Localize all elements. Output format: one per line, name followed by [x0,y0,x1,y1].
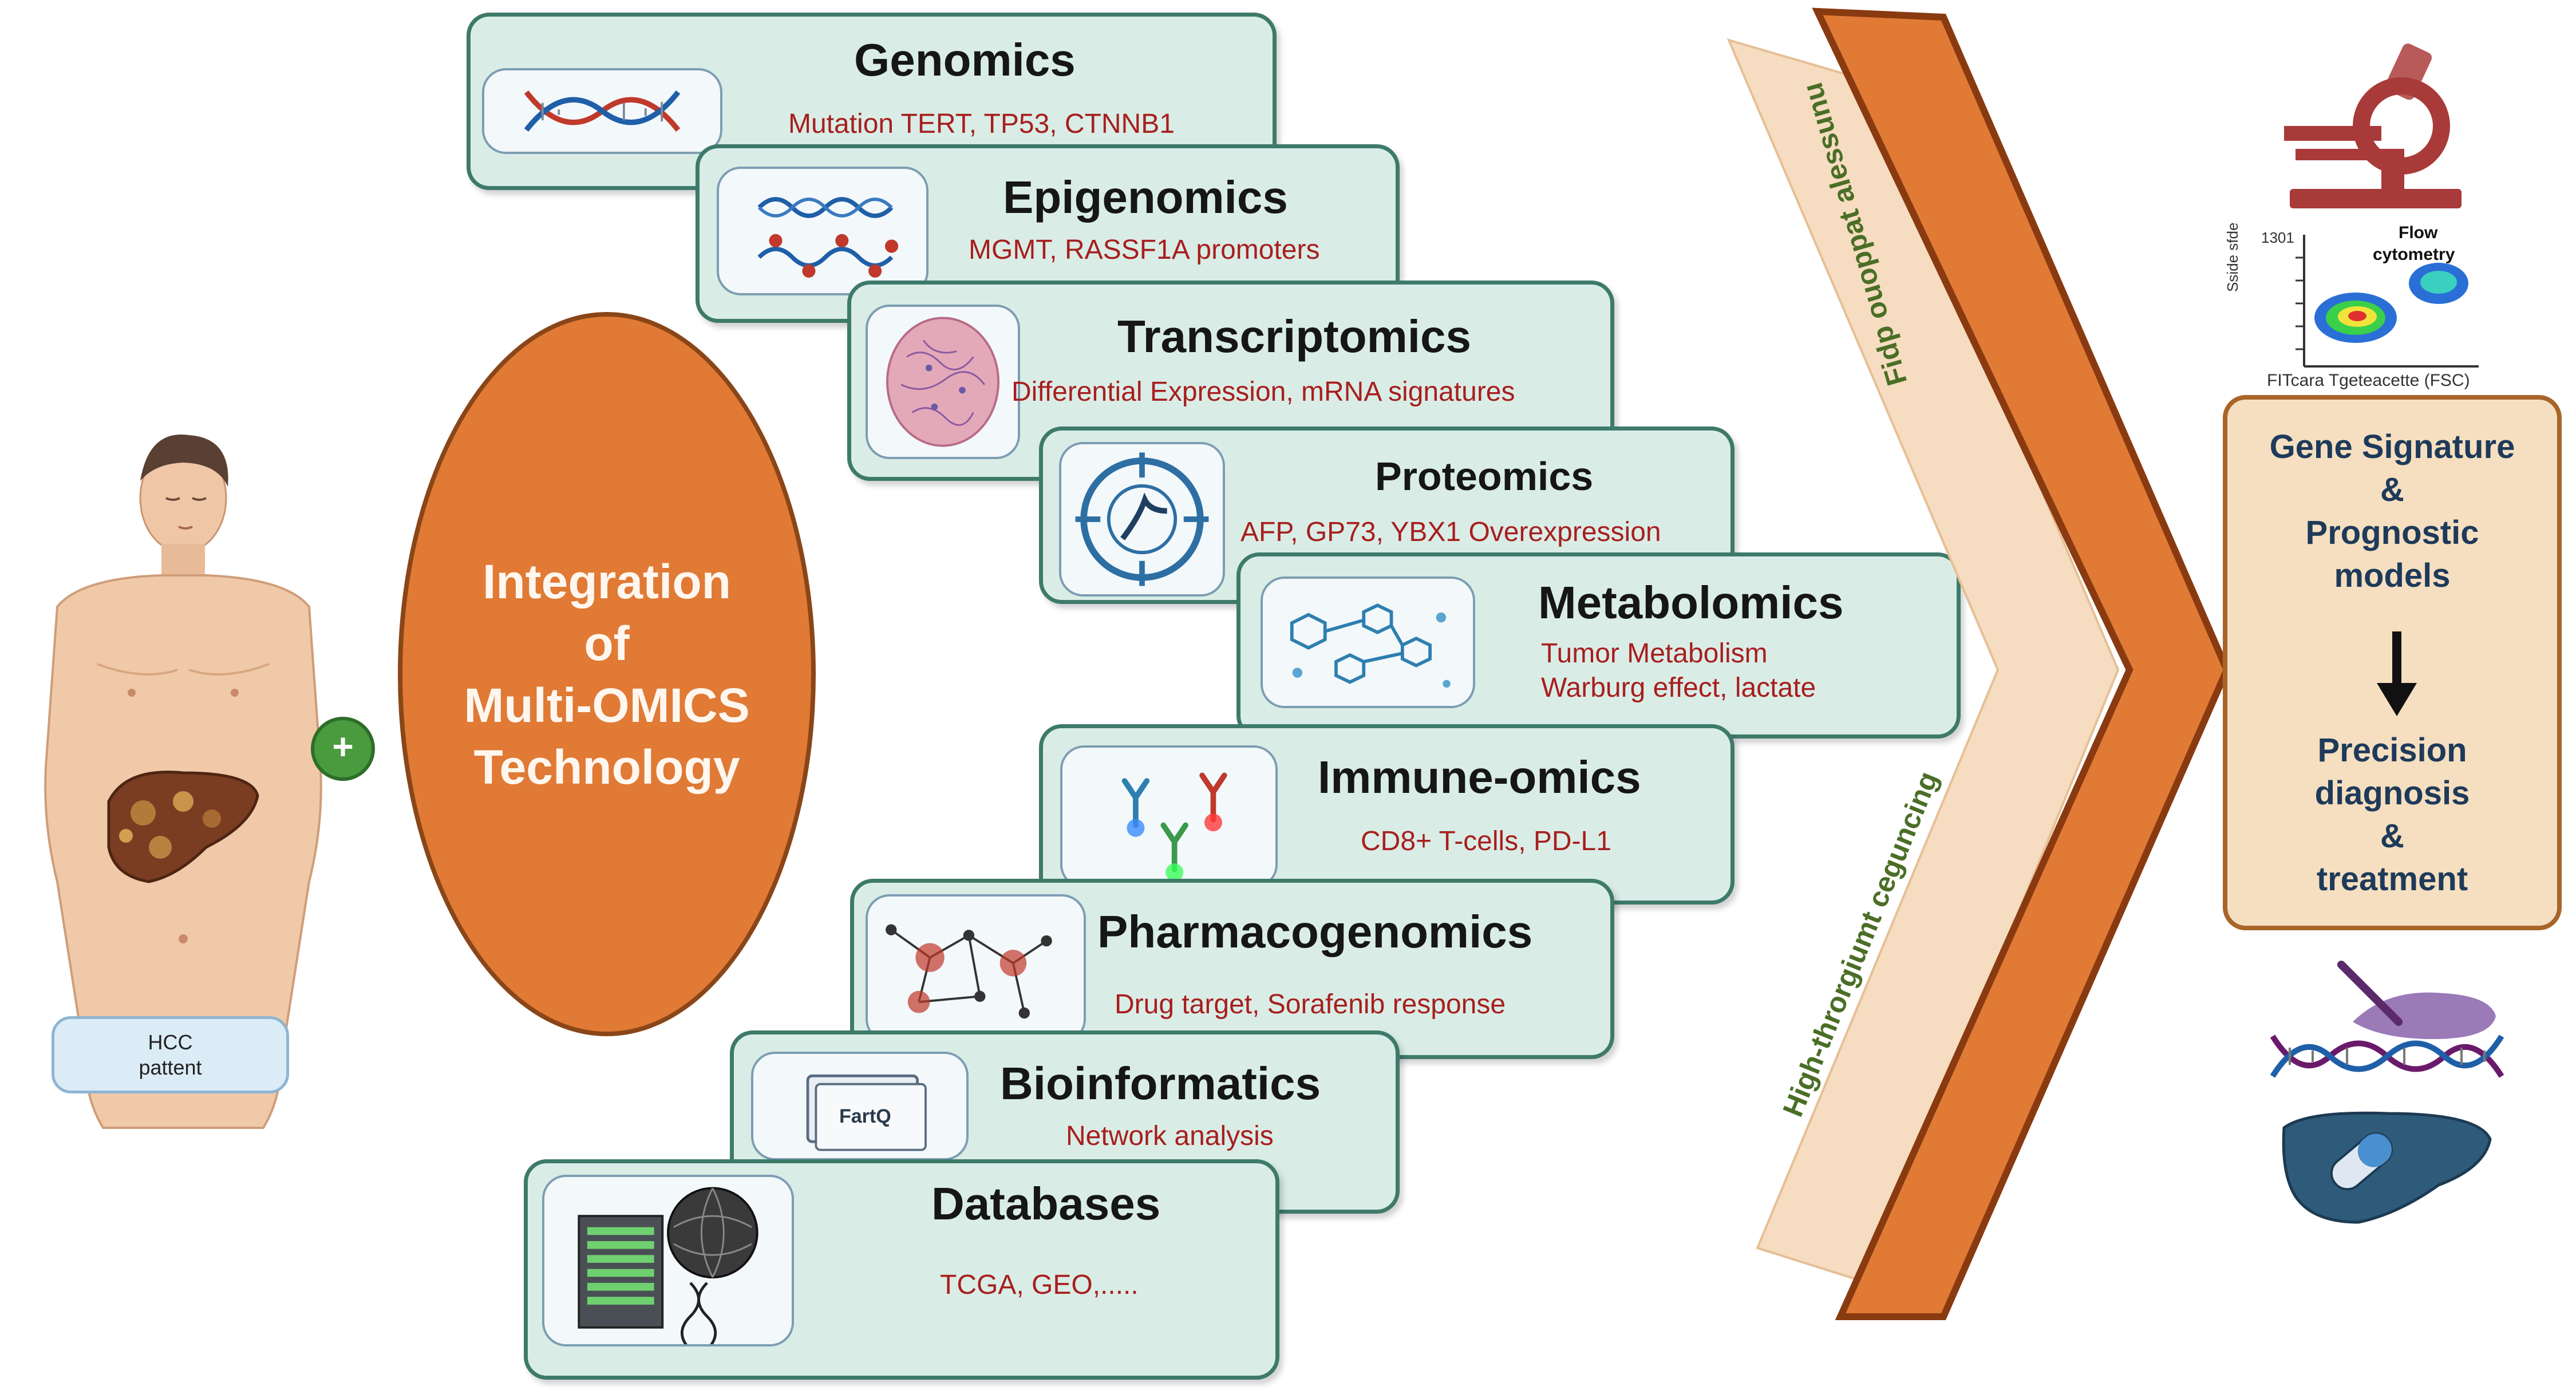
patient-figure [44,435,322,1129]
genomics-detail: Mutation TERT, TP53, CTNNB1 [788,109,1175,139]
outcome-panel: Gene Signature & Prognostic models Preci… [2223,395,2562,930]
dark-chevron [1812,7,2231,1320]
outcome-line5: Precision [2317,732,2467,769]
software-window-icon: FartQ [751,1052,969,1160]
dna-strand-icon [2270,1034,2504,1078]
progress-chevron [1726,7,2231,1320]
microscope-icon [2284,44,2462,208]
integration-line1: Integration [483,554,731,609]
bioinformatics-title: Bioinformatics [1000,1058,1321,1109]
liver-capsule-icon [2282,1111,2492,1224]
immuneomics-title: Immune-omics [1318,752,1641,803]
integration-oval: Integration of Multi-OMICS Technology [398,312,816,1036]
immuneomics-card: Immune-omics CD8+ T-cells, PD-L1 [1039,724,1735,905]
integration-line4: Technology [473,740,740,794]
flow-plot-y-tick: 1301 [2261,229,2294,246]
liver-icon [107,771,259,883]
databases-title: Databases [931,1178,1161,1229]
flow-plot-title-1: Flow [2399,223,2438,242]
outcome-line7: & [2380,818,2404,855]
epigenomics-detail: MGMT, RASSF1A promoters [969,235,1320,265]
integration-line2: of [584,616,630,670]
metabolomics-title: Metabolomics [1538,577,1844,628]
hand-pen-icon [2337,961,2496,1039]
outcome-line4: models [2334,557,2451,594]
integration-line3: Multi-OMICS [464,678,750,732]
plus-icon: + [311,717,375,781]
molecule-icon [1261,576,1475,708]
pharmacogenomics-detail: Drug target, Sorafenib response [1115,989,1506,1020]
databases-card: Databases TCGA, GEO,..... [524,1159,1279,1380]
bioinformatics-detail: Network analysis [1066,1121,1274,1151]
outcome-line8: treatment [2316,860,2468,898]
protein-target-icon [1059,442,1225,597]
drug-network-icon [866,894,1086,1043]
metabolomics-detail-2: Warburg effect, lactate [1541,673,1816,703]
dna-helix-icon [482,68,722,154]
patient-label-line2: pattent [139,1055,202,1079]
metabolomics-detail-1: Tumor Metabolism [1541,638,1768,669]
pharmacogenomics-title: Pharmacogenomics [1097,906,1533,957]
flow-plot-x-label: FITcara Tgeteacette (FSC) [2267,371,2470,390]
flow-plot-title-2: cytometry [2373,245,2455,264]
outcome-line6: diagnosis [2314,775,2470,812]
outcome-line3: Prognostic [2305,514,2479,551]
transcriptomics-detail: Differential Expression, mRNA signatures [1012,377,1515,407]
genomics-title: Genomics [854,34,1076,85]
software-window-label: FartQ [839,1105,891,1127]
antibody-icon [1060,745,1278,888]
cell-tissue-icon [866,305,1020,459]
outcome-line2: & [2380,471,2404,508]
patient-label: HCC pattent [52,1016,289,1093]
patient-label-line1: HCC [148,1030,193,1054]
methylation-icon [717,167,929,295]
epigenomics-title: Epigenomics [1003,172,1288,223]
proteomics-title: Proteomics [1375,454,1594,499]
outcome-line1: Gene Signature [2269,428,2515,465]
flow-cytometry-plot: Flow cytometry 1301 Sside sfde FITcara T… [2210,223,2484,395]
pharmacogenomics-card: Pharmacogenomics Drug target, Sorafenib … [850,879,1614,1059]
flow-plot-y-label: Sside sfde [2224,222,2241,292]
server-globe-icon [542,1175,794,1346]
proteomics-detail: AFP, GP73, YBX1 Overexpression [1240,517,1661,547]
down-arrow-icon [2377,631,2417,716]
databases-detail: TCGA, GEO,..... [940,1270,1139,1300]
transcriptomics-title: Transcriptomics [1117,311,1472,362]
metabolomics-card: Metabolomics Tumor Metabolism Warburg ef… [1236,552,1961,739]
immuneomics-detail: CD8+ T-cells, PD-L1 [1361,826,1611,856]
